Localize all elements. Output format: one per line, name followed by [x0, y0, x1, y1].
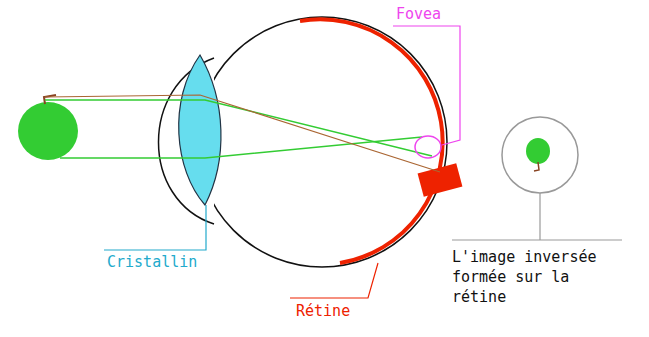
- part-label: Fovea: [396, 4, 441, 24]
- caption-note: L'image inversée formée sur la rétine: [452, 247, 624, 307]
- fovea-circle: [415, 136, 441, 158]
- apple-stem: [534, 162, 539, 171]
- leader-line: [290, 263, 378, 298]
- optic-nerve: [418, 163, 463, 197]
- part-label: Rétine: [296, 301, 350, 321]
- light-ray: [45, 100, 432, 156]
- leader-line: [539, 193, 540, 240]
- leader-line: [393, 26, 460, 145]
- light-ray: [60, 137, 422, 158]
- leader-line: [452, 239, 622, 240]
- part-label: Cristallin: [107, 252, 197, 272]
- lens: [179, 55, 221, 205]
- inverted-apple: [526, 138, 550, 164]
- inset-circle: [502, 117, 578, 193]
- light-ray: [45, 95, 440, 172]
- leader-line: [104, 205, 206, 250]
- apple: [18, 102, 78, 160]
- eyeball-outline: [197, 17, 447, 267]
